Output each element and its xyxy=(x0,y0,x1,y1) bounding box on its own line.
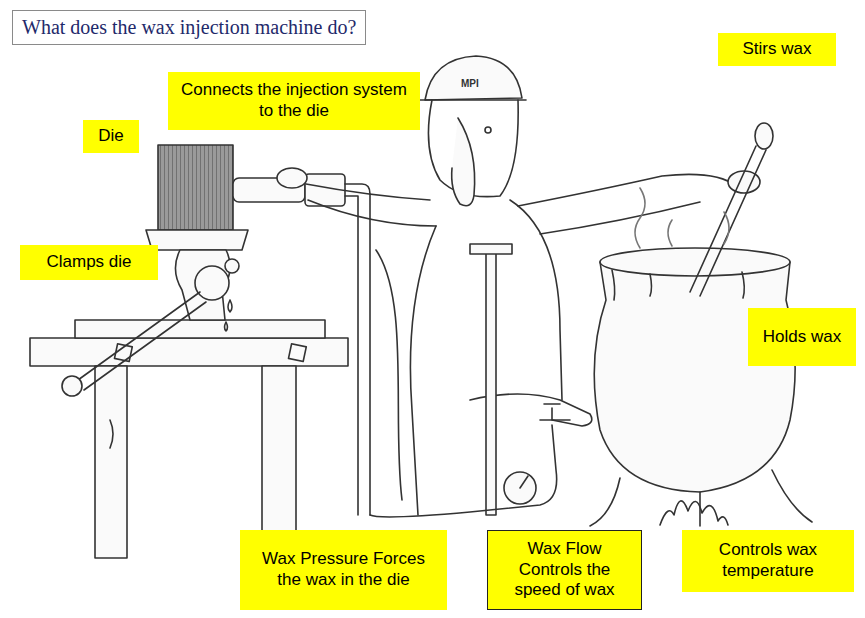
callout-box: Stirs wax xyxy=(718,33,836,66)
callout-text: Stirs wax xyxy=(743,39,812,60)
callout-box: Connects the injection system to the die xyxy=(168,72,420,130)
wood-grain xyxy=(110,420,113,448)
fire xyxy=(660,501,728,525)
pressure-gauge xyxy=(504,472,536,504)
hand xyxy=(277,168,307,188)
callout-box: Wax Flow Controls the speed of wax xyxy=(487,530,642,610)
callout-text: Wax Pressure Forces the wax in the die xyxy=(262,549,425,590)
callout-box: Controls wax temperature xyxy=(682,530,854,592)
stick-knob xyxy=(755,123,773,149)
wax-drips xyxy=(612,270,744,300)
callout-text: Controls wax temperature xyxy=(694,540,842,581)
steam xyxy=(635,188,729,248)
clamp-knob xyxy=(225,259,239,273)
callout-text: Wax Flow Controls the speed of wax xyxy=(498,539,631,601)
hose xyxy=(376,250,402,500)
callout-box: Holds wax xyxy=(748,308,856,366)
body xyxy=(410,200,562,515)
table-bolt xyxy=(288,344,306,362)
pump-handle xyxy=(470,244,512,254)
cap-brim xyxy=(420,99,526,101)
table-top xyxy=(30,338,348,366)
wax-line xyxy=(370,425,557,517)
nose xyxy=(452,118,475,206)
cap xyxy=(425,56,522,100)
callout-text: Holds wax xyxy=(763,327,841,348)
callout-box: Clamps die xyxy=(20,245,158,280)
callout-text: Die xyxy=(98,126,124,147)
diagram-title: What does the wax injection machine do? xyxy=(12,10,366,45)
clamp-wheel xyxy=(195,266,229,300)
pot-rim xyxy=(600,248,790,276)
cap-logo: MPI xyxy=(461,78,479,89)
right-arm xyxy=(518,174,736,234)
table-ledge xyxy=(75,320,325,338)
wax-pot xyxy=(594,262,795,492)
die-block xyxy=(158,145,233,230)
callout-box: Die xyxy=(83,120,139,153)
callout-text: Connects the injection system to the die xyxy=(174,80,414,121)
eye xyxy=(485,127,491,133)
clamp-lever xyxy=(78,292,206,390)
table-leg xyxy=(95,366,127,558)
callout-box: Wax Pressure Forces the wax in the die xyxy=(240,530,447,610)
wax-drip xyxy=(225,300,233,331)
lever-ball xyxy=(62,376,82,396)
callout-text: Clamps die xyxy=(46,252,131,273)
pump-rod xyxy=(486,250,496,515)
die-base xyxy=(146,230,248,250)
clamp-body xyxy=(175,250,230,320)
gauge-needle xyxy=(520,476,528,488)
pot-legs xyxy=(590,470,812,526)
left-arm xyxy=(306,184,436,226)
flow-valve xyxy=(540,404,570,420)
feed-pipe xyxy=(345,184,370,515)
